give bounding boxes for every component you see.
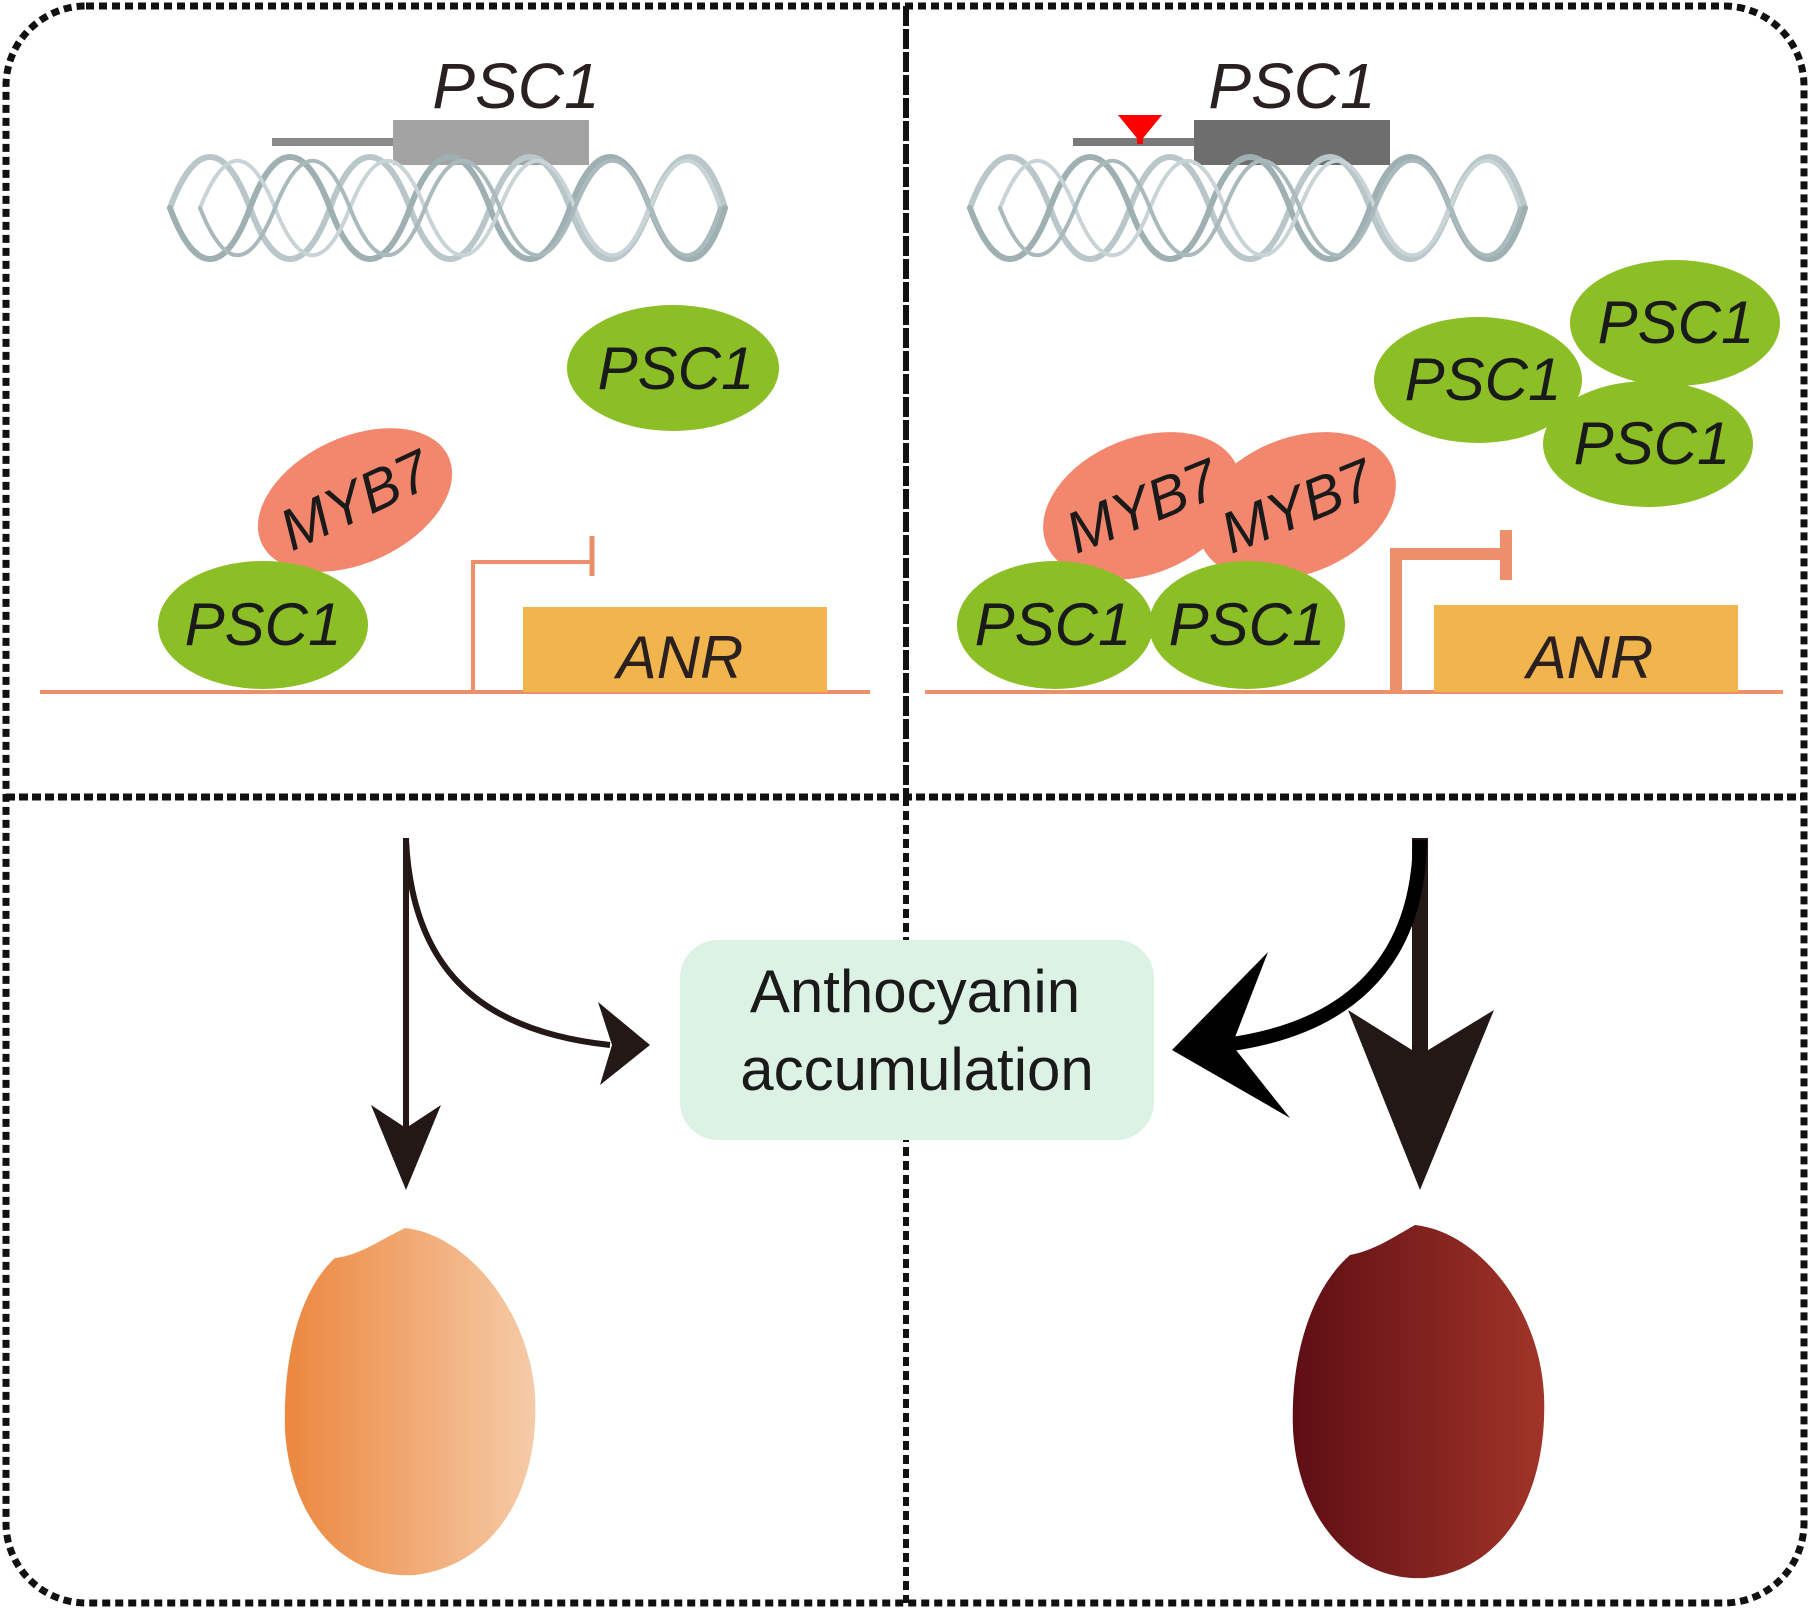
left-free-psc1: PSC1 xyxy=(567,305,779,431)
anthocyanin-label-line1: Anthocyanin xyxy=(750,958,1080,1025)
right-arrows xyxy=(1172,838,1494,1190)
left-gene-model: PSC1 xyxy=(272,50,600,165)
anthocyanin-label-line2: accumulation xyxy=(740,1036,1094,1103)
right-free-psc1-2: PSC1 xyxy=(1570,260,1780,386)
right-panel: PSC1 PSC1 PSC1 PSC1 MYB7 MYB7 xyxy=(925,50,1783,692)
right-free-psc1-3: PSC1 xyxy=(1543,381,1753,507)
right-bound-psc1-2: PSC1 xyxy=(1149,561,1345,689)
right-bound-psc1-label-2: PSC1 xyxy=(1169,591,1326,658)
light-seed xyxy=(285,1228,536,1575)
left-gene-exon xyxy=(393,120,589,165)
left-gene-label: PSC1 xyxy=(432,50,599,122)
right-dna-helix xyxy=(970,157,1525,259)
right-bound-psc1-label-1: PSC1 xyxy=(975,591,1132,658)
left-anr-gene: ANR xyxy=(523,607,827,692)
left-arrows xyxy=(371,838,650,1190)
anthocyanin-box: Anthocyanin accumulation xyxy=(680,940,1154,1140)
left-dna-helix xyxy=(170,157,725,259)
right-anr-label: ANR xyxy=(1524,624,1654,691)
right-free-psc1-label-1: PSC1 xyxy=(1405,346,1562,413)
right-gene-model: PSC1 xyxy=(1073,50,1390,165)
left-curved-arrow xyxy=(406,840,610,1045)
right-bound-psc1-1: PSC1 xyxy=(957,561,1153,689)
left-bound-psc1: PSC1 xyxy=(158,561,368,689)
left-panel: PSC1 PSC1 MYB7 PSC1 ANR xyxy=(40,50,870,692)
left-bound-psc1-label: PSC1 xyxy=(185,591,342,658)
right-anr-gene: ANR xyxy=(1434,605,1738,692)
right-free-psc1-label-3: PSC1 xyxy=(1574,410,1731,477)
right-gene-exon xyxy=(1194,120,1390,165)
left-anr-label: ANR xyxy=(614,624,744,691)
right-gene-label: PSC1 xyxy=(1208,50,1375,122)
right-free-psc1-label-2: PSC1 xyxy=(1598,289,1755,356)
right-curved-arrow xyxy=(1225,840,1420,1045)
left-free-psc1-label: PSC1 xyxy=(598,335,755,402)
dark-seed xyxy=(1293,1225,1545,1578)
